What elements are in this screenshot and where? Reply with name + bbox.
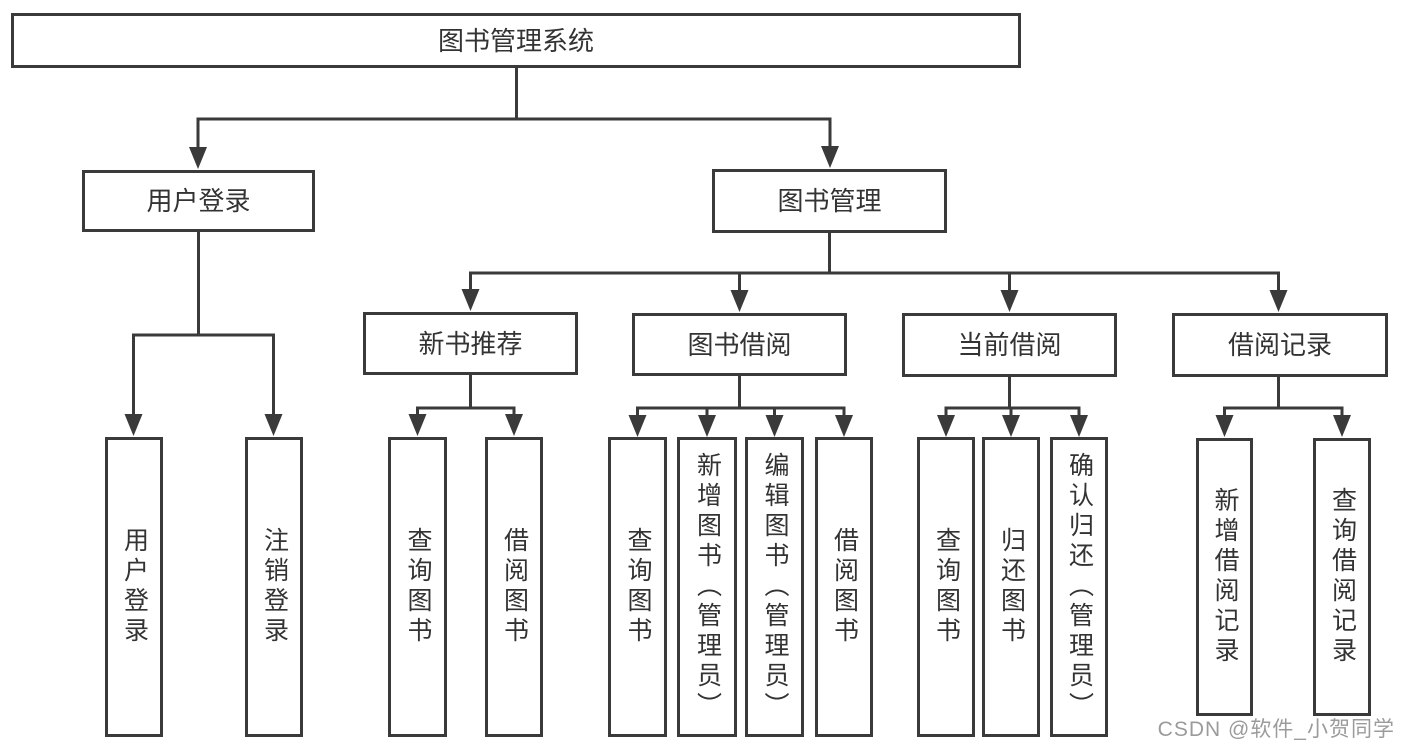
arrowheads-book-borrow-to-children <box>628 415 853 437</box>
edge-user-login-to-children <box>132 230 275 419</box>
leaf-return-book: 归还图书 <box>982 437 1040 737</box>
node-current-borrow: 当前借阅 <box>902 313 1117 377</box>
arrowheads-new-book-recommend-to-children <box>408 414 523 436</box>
leaf-query-book-borrow: 查询图书 <box>608 437 667 737</box>
arrowheads-borrow-record-to-children <box>1215 415 1351 437</box>
node-book-management: 图书管理 <box>712 169 947 233</box>
leaf-borrow-book-recommend: 借阅图书 <box>485 437 543 737</box>
leaf-confirm-return-admin: 确认归还（管理员） <box>1050 437 1108 737</box>
leaf-add-borrow-record: 新增借阅记录 <box>1196 438 1253 716</box>
edge-new-book-recommend-to-children <box>416 373 516 419</box>
node-new-book-recommend: 新书推荐 <box>363 312 578 375</box>
edge-book-management-to-children <box>469 231 1280 295</box>
node-borrow-record: 借阅记录 <box>1172 313 1388 377</box>
leaf-add-book-admin: 新增图书（管理员） <box>677 437 737 737</box>
arrowheads-user-login-to-children <box>124 414 283 436</box>
leaf-user-login: 用户登录 <box>105 437 163 737</box>
node-book-borrow: 图书借阅 <box>632 313 847 376</box>
leaf-borrow-book: 借阅图书 <box>815 437 873 737</box>
node-library-management-system: 图书管理系统 <box>11 13 1021 68</box>
leaf-query-borrow-record: 查询借阅记录 <box>1313 438 1371 716</box>
node-user-login: 用户登录 <box>82 170 315 232</box>
edge-book-borrow-to-children <box>636 374 846 420</box>
arrowheads-root-to-children <box>189 146 839 169</box>
arrowheads-book-management-to-children <box>461 289 1288 312</box>
edge-current-borrow-to-children <box>944 375 1081 420</box>
leaf-logout: 注销登录 <box>245 437 303 737</box>
edge-borrow-record-to-children <box>1223 375 1344 420</box>
leaf-query-book-recommend: 查询图书 <box>388 437 447 737</box>
arrowheads-current-borrow-to-children <box>937 415 1088 437</box>
edge-root-to-children <box>196 66 832 152</box>
watermark-text: CSDN @软件_小贺同学 <box>1157 718 1395 741</box>
leaf-query-book-current: 查询图书 <box>917 437 975 737</box>
leaf-edit-book-admin: 编辑图书（管理员） <box>745 437 804 737</box>
